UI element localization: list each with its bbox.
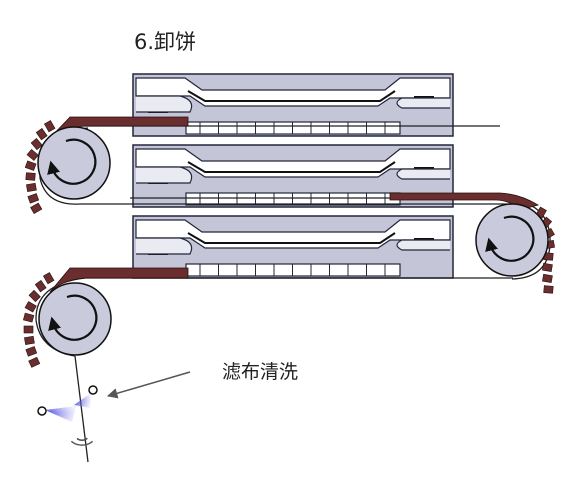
filter-plate-1: [132, 73, 454, 137]
clockwise-arrow-icon: [47, 138, 97, 185]
falling-cake-piece-right: [543, 285, 554, 294]
spray-nozzle-right: [74, 385, 98, 408]
falling-cake-piece-left-bottom: [25, 346, 38, 357]
falling-cake-piece-left-top: [30, 137, 43, 151]
spray-cone: [74, 393, 91, 408]
falling-cake-piece-left-bottom: [28, 289, 41, 303]
plate-lip-left: [136, 95, 193, 113]
filter-plates: [132, 73, 454, 279]
clockwise-arrow-icon: [485, 215, 535, 262]
falling-cake-piece-left-top: [35, 128, 48, 141]
falling-cake-piece-left-top: [26, 148, 39, 161]
clockwise-arrow-icon: [48, 294, 98, 341]
falling-cake-piece-left-top: [24, 160, 37, 171]
plate-lip-right: [396, 97, 450, 109]
plate-lip-left: [136, 237, 193, 255]
plate-seal-line: [187, 90, 396, 102]
falling-cake-piece-left-bottom: [24, 301, 37, 313]
falling-cake-piece-left-bottom: [34, 280, 47, 293]
wash-droplet: [71, 440, 73, 443]
falling-cake-piece-left-top: [43, 120, 56, 133]
falling-cake-piece-left-bottom: [24, 335, 35, 345]
spray-nozzle-icon: [37, 406, 47, 416]
roller-top-left: [37, 126, 111, 200]
falling-cake-piece-right: [542, 273, 553, 283]
wash-droplet: [76, 438, 79, 440]
cloth-segment: [74, 355, 89, 463]
callout-arrow: [106, 371, 191, 399]
roller-bottom-left: [38, 282, 112, 356]
filter-cake-bottom-belt: [49, 267, 189, 293]
falling-cake-piece-left-bottom: [28, 356, 41, 368]
roller-right: [475, 203, 549, 277]
spray-cone: [45, 406, 76, 422]
wash-droplet: [78, 444, 80, 446]
rollers: [37, 126, 549, 356]
wash-droplet: [84, 444, 86, 446]
falling-cake-piece-left-top: [26, 182, 37, 192]
roller-body: [38, 282, 112, 356]
falling-cake-piece-left-top: [25, 172, 36, 181]
falling-cake-piece-right: [542, 262, 553, 272]
filter-plate-3: [132, 215, 454, 279]
spray-nozzle-icon: [88, 385, 98, 395]
diagram-title: 6.卸饼: [134, 30, 197, 54]
plate-lip-left: [136, 166, 193, 184]
roller-body: [37, 126, 111, 200]
roller-body: [475, 203, 549, 277]
falling-cake-piece-left-top: [30, 202, 43, 215]
falling-cake-piece-left-top: [27, 193, 40, 204]
callout-label-cloth-washing: 滤布清洗: [222, 361, 299, 383]
plate-lip-right: [396, 168, 450, 180]
wash-droplet: [81, 444, 84, 446]
plate-lip-right: [396, 239, 450, 251]
wash-droplet: [85, 443, 87, 446]
filter-cakes: [22, 116, 555, 368]
spray-nozzle-left: [37, 406, 76, 422]
wash-droplet: [79, 444, 81, 446]
falling-cake-piece-left-bottom: [42, 272, 55, 285]
spray-nozzles: [37, 385, 98, 446]
plate-seal-line: [187, 232, 396, 244]
plate-seal-line: [187, 161, 396, 173]
falling-cake-piece-left-bottom: [22, 312, 35, 323]
falling-cake-piece-left-bottom: [23, 325, 34, 334]
wash-droplet: [83, 444, 85, 446]
wash-droplet: [80, 444, 83, 446]
